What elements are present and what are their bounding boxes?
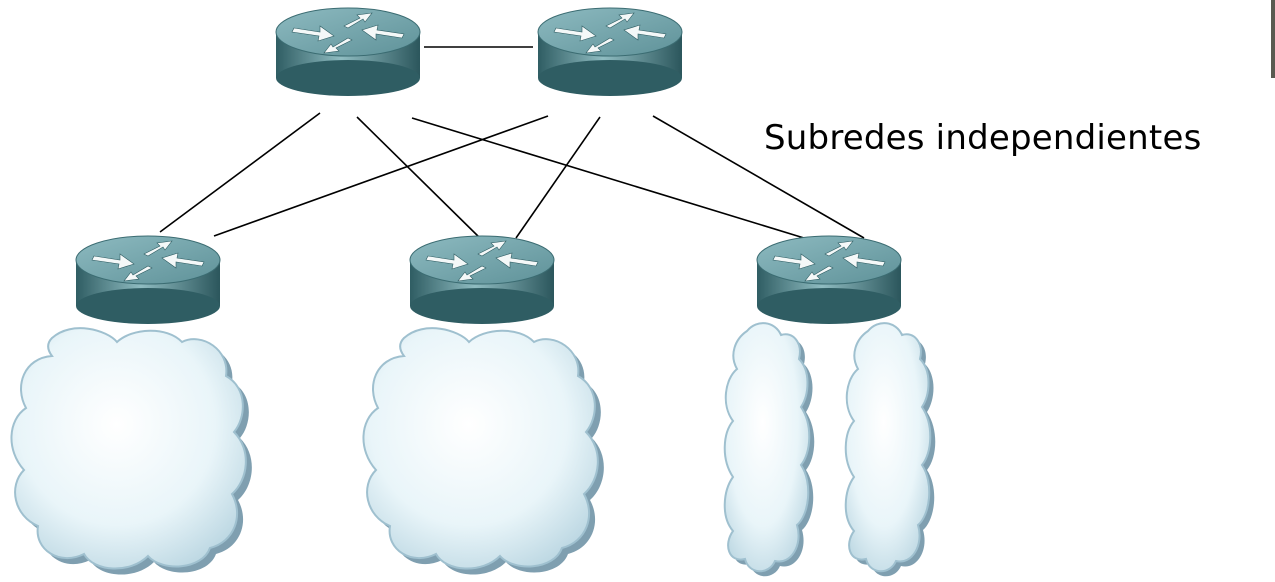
subnet-cloud-3b bbox=[844, 322, 936, 577]
edge-router-1 bbox=[75, 235, 221, 325]
diagram-caption: Subredes independientes bbox=[764, 118, 1202, 158]
link-core-right-edge-2 bbox=[515, 116, 601, 239]
core-router-right bbox=[537, 7, 683, 97]
router-icon bbox=[409, 235, 555, 325]
subnet-cloud-2 bbox=[362, 327, 604, 575]
core-router-left bbox=[275, 7, 421, 97]
link-core-left-edge-2 bbox=[356, 116, 483, 241]
edge-router-3 bbox=[756, 235, 902, 325]
router-icon bbox=[75, 235, 221, 325]
link-core-left-edge-3 bbox=[411, 117, 805, 239]
subnet-cloud-1 bbox=[10, 327, 252, 575]
router-icon bbox=[537, 7, 683, 97]
link-core-right-edge-1 bbox=[213, 115, 549, 237]
subnet-cloud-3a bbox=[723, 322, 815, 577]
router-icon bbox=[756, 235, 902, 325]
edge-router-2 bbox=[409, 235, 555, 325]
links bbox=[159, 46, 865, 241]
link-core-left-edge-1 bbox=[159, 112, 321, 233]
router-icon bbox=[275, 7, 421, 97]
link-core-right-edge-3 bbox=[652, 115, 865, 239]
slide-edge-bar bbox=[1271, 0, 1275, 78]
